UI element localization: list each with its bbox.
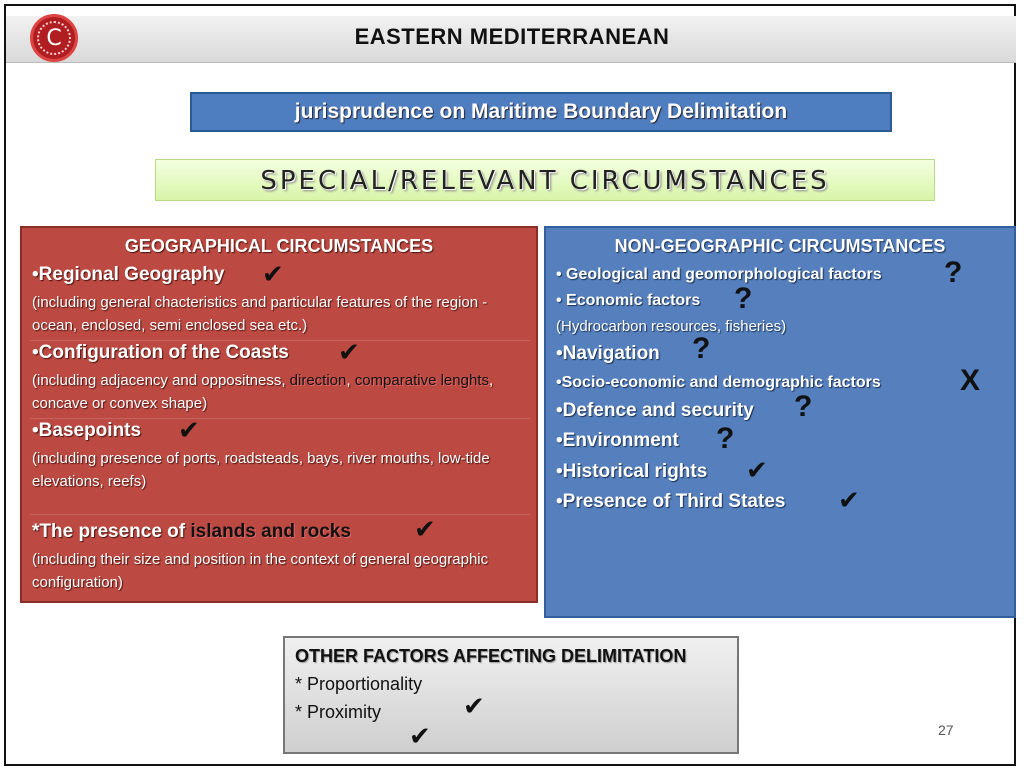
- divider: [30, 418, 530, 419]
- section-banner: SPECIAL/RELEVANT CIRCUMSTANCES: [155, 159, 935, 201]
- basepoints-desc: (including presence of ports, roadsteads…: [32, 450, 490, 490]
- geological-factors-item: • Geological and geomorphological factor…: [556, 266, 882, 283]
- third-states-item: •Presence of Third States: [556, 491, 786, 512]
- cross-mark: X: [960, 364, 981, 397]
- configuration-coasts-item: •Configuration of the Coasts: [32, 342, 289, 363]
- environment-item: •Environment: [556, 430, 679, 451]
- subtitle-banner: jurisprudence on Maritime Boundary Delim…: [190, 92, 892, 132]
- proportionality-item: * Proportionality: [295, 674, 423, 694]
- islands-rocks-item: *The presence of islands and rocks: [32, 521, 351, 542]
- geographical-title: GEOGRAPHICAL CIRCUMSTANCES: [124, 236, 434, 256]
- other-factors-box: OTHER FACTORS AFFECTING DELIMITATION * P…: [283, 636, 739, 754]
- check-icon: ✔: [838, 486, 860, 516]
- page-title: EASTERN MEDITERRANEAN: [354, 24, 670, 49]
- check-icon: ✔: [463, 692, 485, 722]
- historical-rights-item: •Historical rights: [556, 461, 708, 482]
- comparative-lengths-highlight: comparative lenghts: [354, 372, 489, 389]
- regional-geography-desc: (including general chacteristics and par…: [32, 294, 488, 334]
- geographical-circumstances-box: GEOGRAPHICAL CIRCUMSTANCES •Regional Geo…: [20, 226, 538, 603]
- configuration-coasts-desc: (including adjacency and oppositness, di…: [32, 372, 494, 412]
- divider: [30, 514, 530, 515]
- emblem-logo: C: [30, 14, 78, 62]
- check-icon: ✔: [262, 260, 284, 290]
- check-icon: ✔: [746, 456, 768, 486]
- check-icon: ✔: [178, 416, 200, 446]
- proximity-item: * Proximity: [295, 702, 382, 722]
- other-factors-title: OTHER FACTORS AFFECTING DELIMITATION: [295, 646, 687, 666]
- question-mark: ?: [734, 282, 753, 315]
- economic-factors-item: • Economic factors: [556, 292, 701, 309]
- divider: [30, 340, 530, 341]
- non-geographic-circumstances-box: NON-GEOGRAPHIC CIRCUMSTANCES • Geologica…: [544, 226, 1016, 618]
- non-geographic-title: NON-GEOGRAPHIC CIRCUMSTANCES: [614, 236, 946, 256]
- economic-factors-desc: (Hydrocarbon resources, fisheries): [556, 318, 787, 335]
- check-icon: ✔: [338, 338, 360, 368]
- regional-geography-item: •Regional Geography: [32, 264, 225, 285]
- check-icon: ✔: [409, 722, 431, 752]
- defence-security-item: •Defence and security: [556, 400, 754, 421]
- direction-highlight: direction: [289, 372, 347, 389]
- socio-economic-item: •Socio-economic and demographic factors: [556, 374, 881, 391]
- navigation-item: •Navigation: [556, 343, 660, 364]
- check-icon: ✔: [414, 515, 436, 545]
- header-band: [6, 16, 1016, 63]
- page-number: 27: [938, 722, 954, 738]
- islands-rocks-desc: (including their size and position in th…: [32, 551, 489, 591]
- islands-rocks-highlight: islands and rocks: [190, 521, 351, 542]
- question-mark: ?: [692, 332, 711, 365]
- basepoints-item: •Basepoints: [32, 420, 142, 441]
- question-mark: ?: [716, 422, 735, 455]
- question-mark: ?: [794, 390, 813, 423]
- question-mark: ?: [944, 256, 963, 289]
